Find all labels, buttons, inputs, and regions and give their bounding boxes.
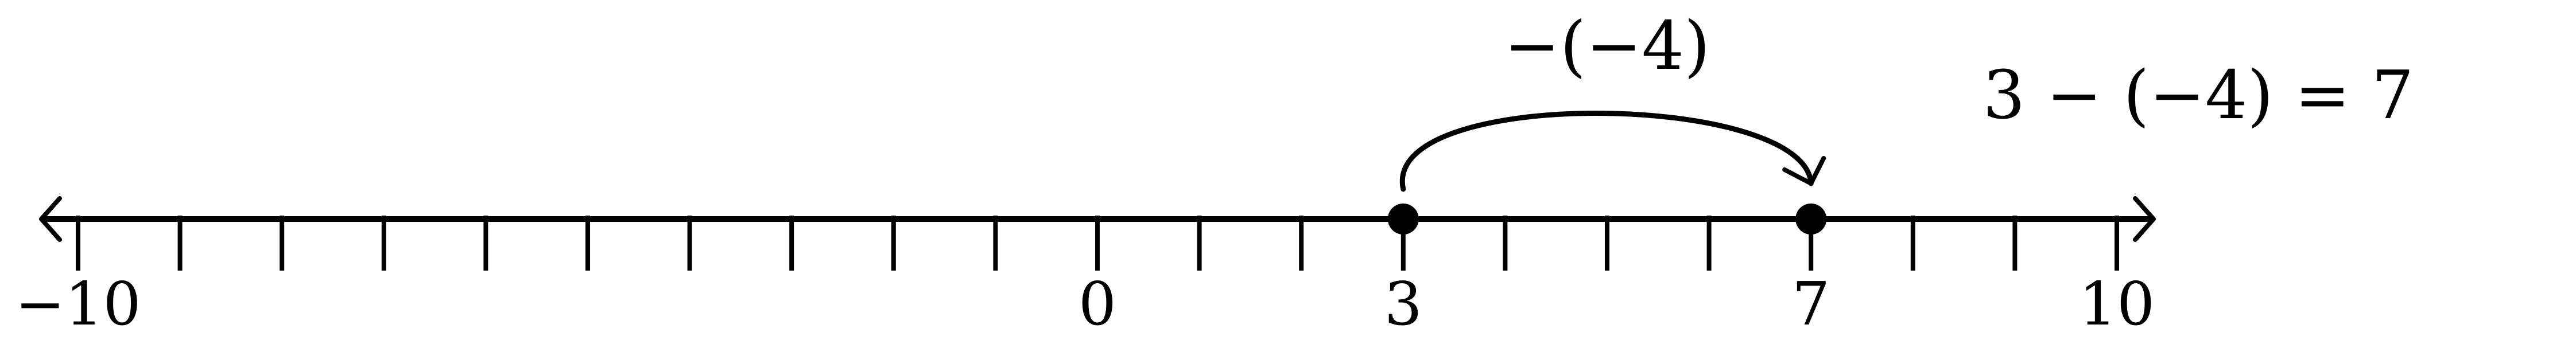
tick-label: 10 <box>2079 269 2155 339</box>
right-arrow-head <box>2133 196 2156 242</box>
tick-label: 0 <box>1078 269 1116 339</box>
tick-label: 7 <box>1792 269 1830 339</box>
point-marker <box>1387 204 1419 234</box>
left-arrow-head <box>39 196 62 242</box>
jump-arc <box>1399 111 1814 192</box>
tick-label: 3 <box>1384 269 1422 339</box>
tick-label: −10 <box>15 269 141 339</box>
point-marker <box>1795 204 1827 234</box>
plotted-points <box>1387 204 1827 234</box>
tick-marks <box>76 216 2119 271</box>
jump-arrow-head <box>1782 156 1826 186</box>
jump-label: −(−4) <box>1504 7 1710 85</box>
equation-text: 3 − (−4) = 7 <box>1983 57 2414 134</box>
tick-labels: −10 0 3 7 10 <box>15 269 2155 339</box>
